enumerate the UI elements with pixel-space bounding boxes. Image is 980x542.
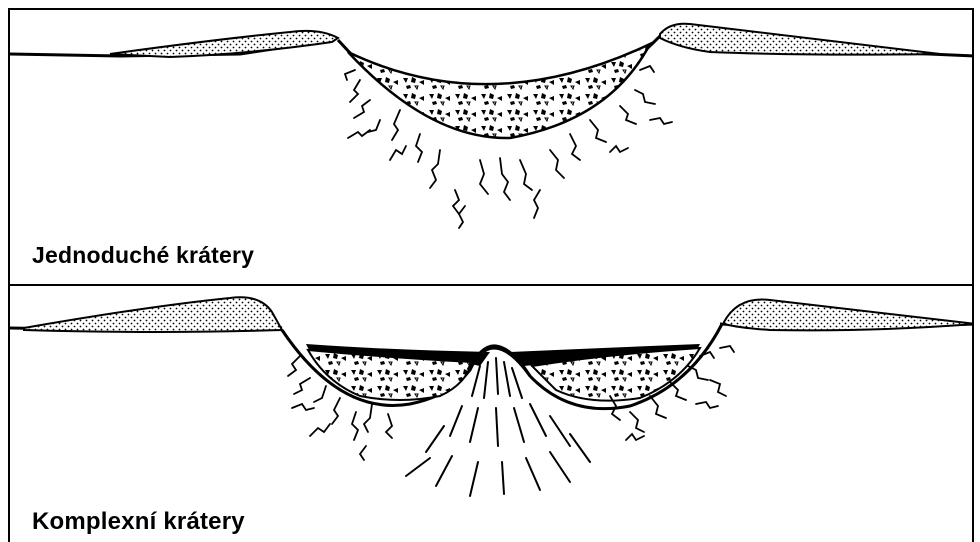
ejecta-left (24, 297, 282, 332)
complex-crater-caption: Komplexní krátery (32, 508, 245, 536)
complex-crater-panel: Komplexní krátery (8, 284, 974, 542)
ejecta-left (110, 31, 338, 57)
simple-crater-caption: Jednoduché krátery (32, 242, 254, 269)
complex-crater-illustration (10, 286, 974, 542)
ejecta-right (660, 24, 940, 55)
ejecta-right (724, 299, 974, 330)
simple-crater-panel: Jednoduché krátery (8, 8, 974, 286)
